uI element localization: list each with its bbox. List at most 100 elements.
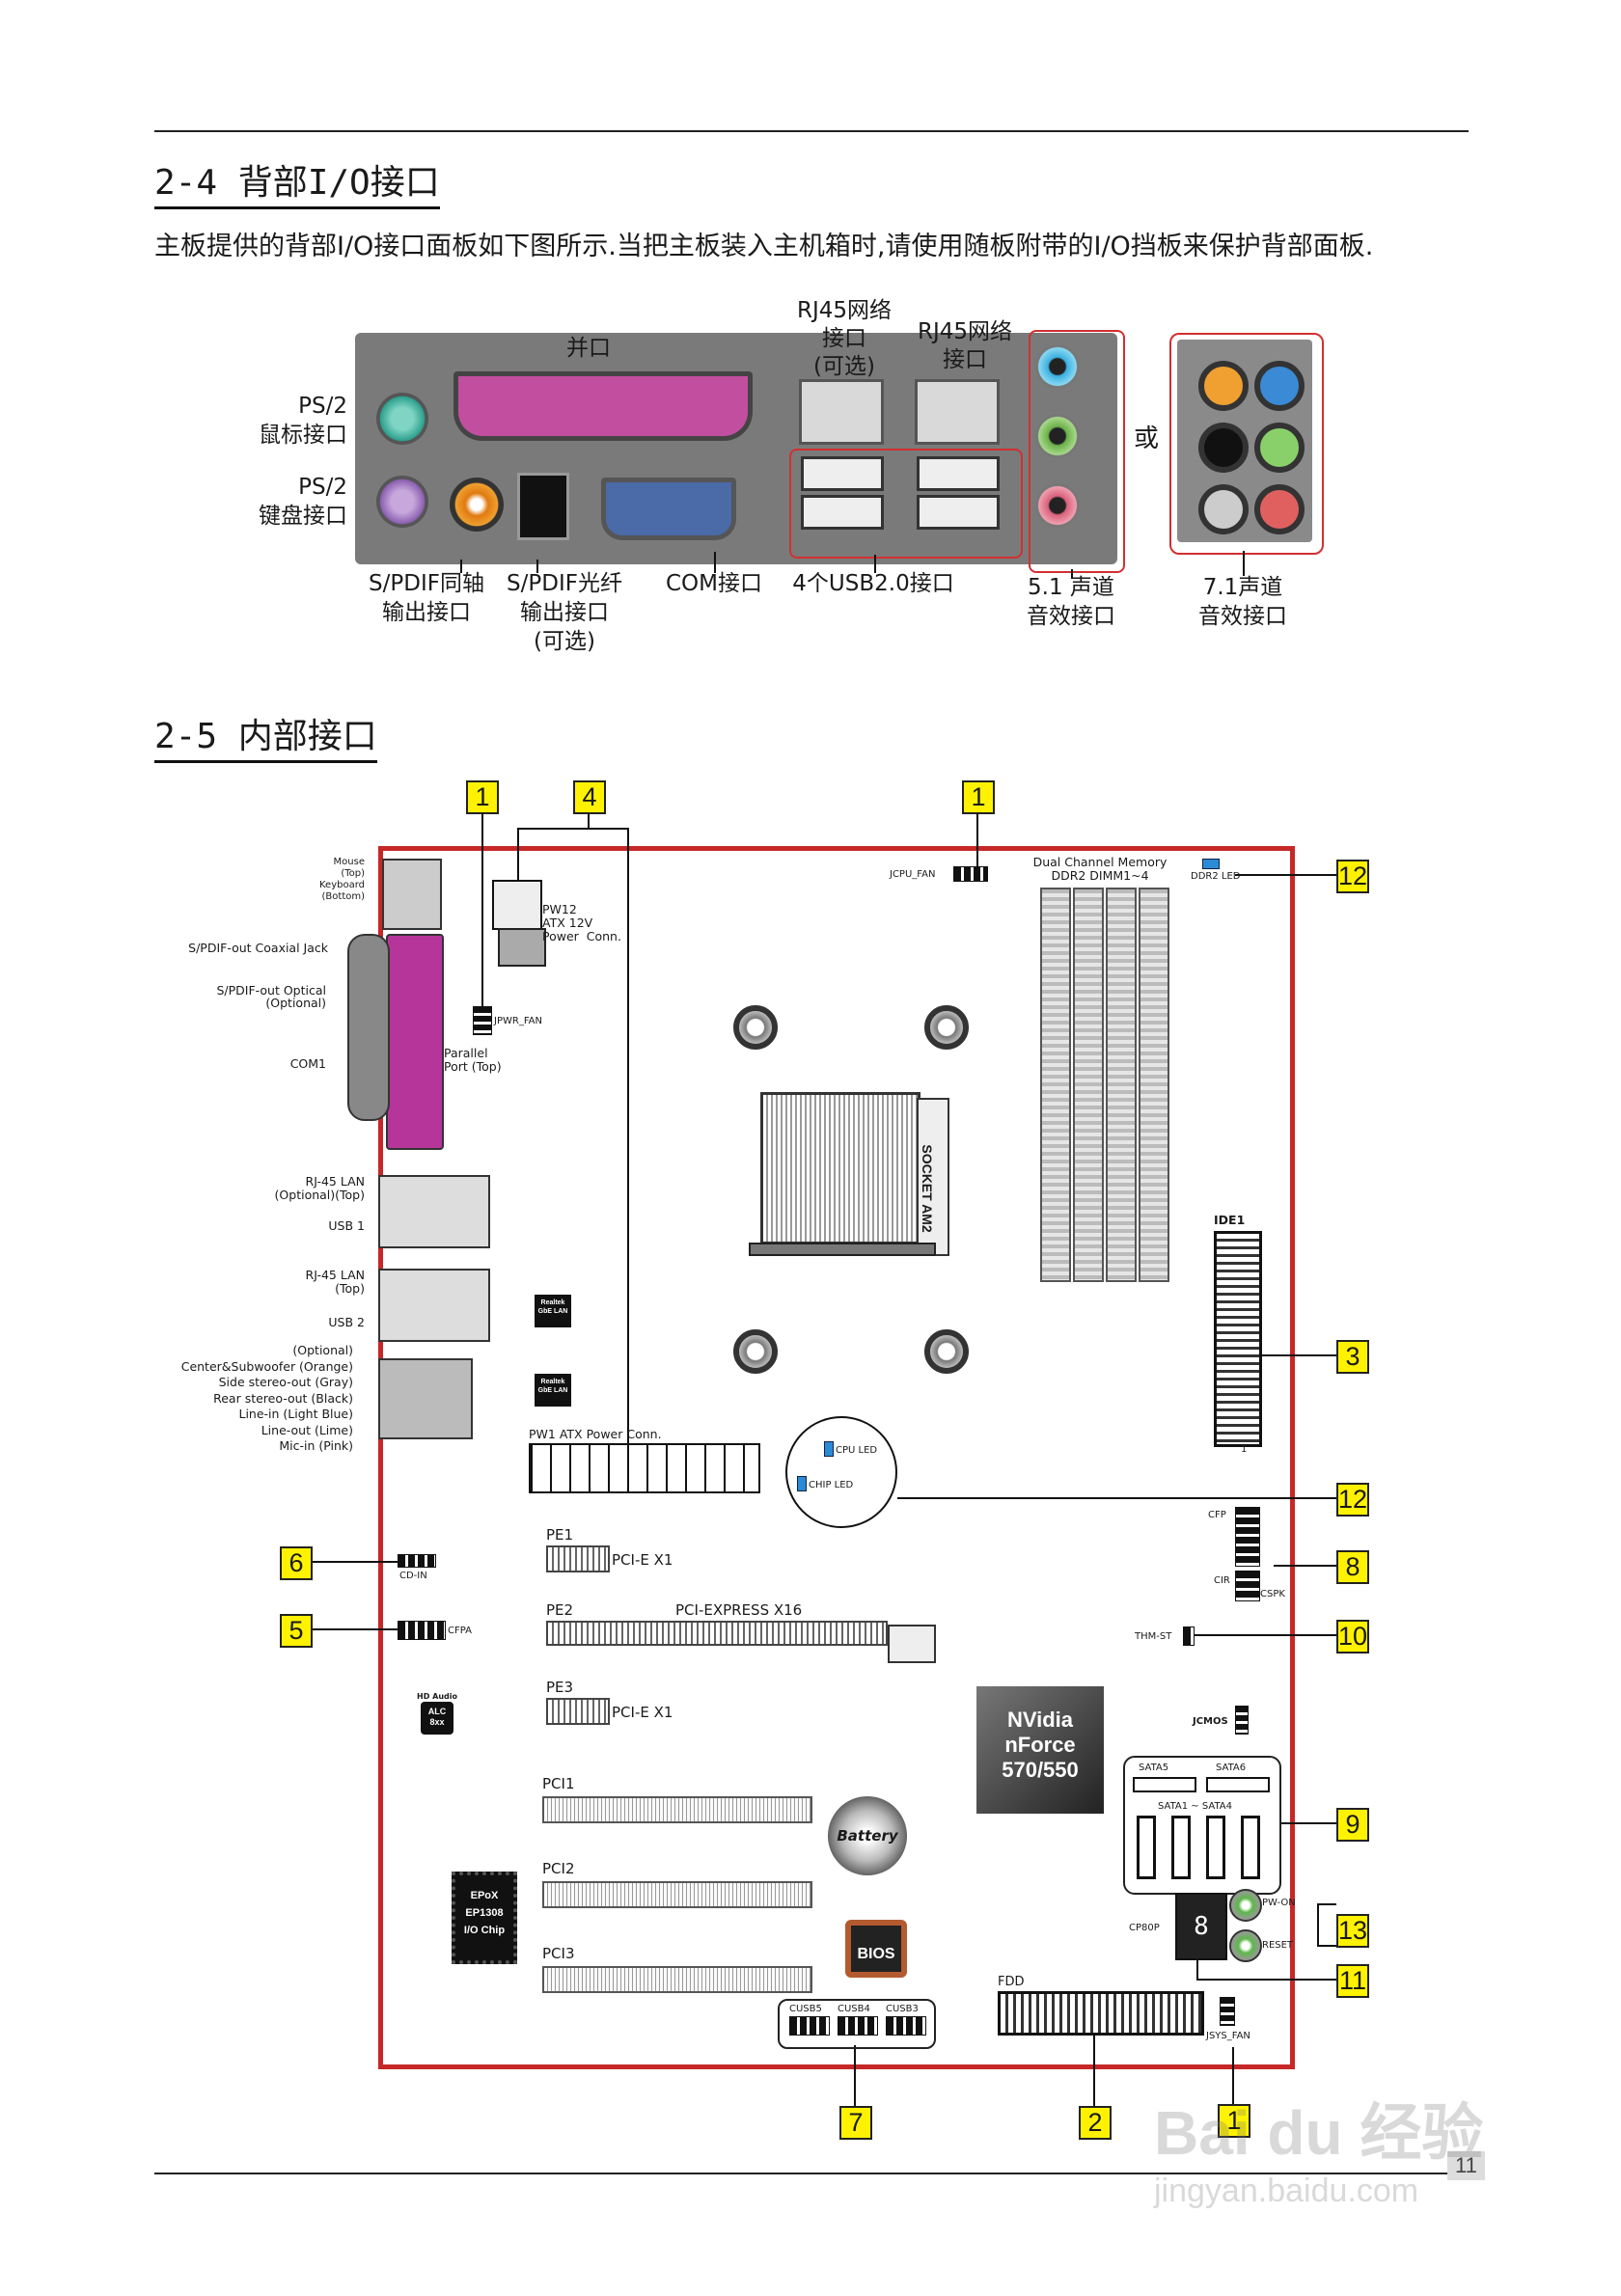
usb2-rj45-drawing <box>378 1269 490 1342</box>
label-cspk: CSPK <box>1260 1589 1285 1599</box>
realtek-lan-chip-2: Realtek GbE LAN <box>535 1374 571 1407</box>
callout-13: 13 <box>1336 1914 1369 1948</box>
callout-4: 4 <box>573 780 606 814</box>
audio71-highlight-box <box>1169 333 1324 555</box>
pw12-connector <box>492 880 542 930</box>
mount-hole-2 <box>924 1005 969 1050</box>
label-spdif-optical-jack: S/PDIF-out Optical (Optional) <box>216 983 326 1010</box>
label-usb1: USB 1 <box>328 1218 365 1233</box>
cusb4-header <box>838 2016 878 2036</box>
label-pe3: PE3 <box>546 1679 574 1696</box>
ps2-stack-drawing <box>382 859 442 930</box>
callout-7: 7 <box>839 2106 872 2140</box>
label-cusb3: CUSB3 <box>886 2004 919 2014</box>
pe3-slot <box>546 1698 610 1725</box>
sata1-port <box>1137 1816 1156 1879</box>
label-dimm: Dual Channel Memory DDR2 DIMM1~4 <box>1032 855 1168 883</box>
label-usb2: USB 2 <box>328 1315 365 1329</box>
label-cpu-led: CPU LED <box>836 1445 878 1456</box>
label-pci2: PCI2 <box>542 1860 575 1877</box>
label-audio-jacks: (Optional) Center&Subwoofer (Orange) Sid… <box>180 1343 353 1453</box>
parallel-port-drawing <box>386 934 444 1150</box>
alc-audio-chip: ALC 8xx <box>421 1702 453 1735</box>
audio-stack-drawing <box>378 1358 473 1439</box>
ps2-keyboard-port <box>376 476 428 528</box>
callout-5: 5 <box>280 1614 313 1648</box>
label-sata5: SATA5 <box>1139 1763 1169 1773</box>
usb1-rj45-drawing <box>378 1175 490 1248</box>
dimm-slot-2 <box>1073 888 1104 1282</box>
bottom-rule <box>154 2173 1469 2174</box>
usb-highlight-box <box>789 449 1023 559</box>
cfpa-header <box>398 1621 446 1640</box>
label-com1: COM1 <box>289 1056 326 1071</box>
label-mouse-keyboard: Mouse (Top) Keyboard (Bottom) <box>318 857 365 902</box>
label-sata6: SATA6 <box>1216 1763 1247 1773</box>
baidu-watermark-url: jingyan.baidu.com <box>1154 2173 1419 2209</box>
cd-in-header <box>398 1554 436 1568</box>
audio-mic-in-jack <box>1035 483 1080 528</box>
label-parallel-port: Parallel Port (Top) <box>444 1046 502 1074</box>
rj45-port <box>915 379 1000 445</box>
label-usb: 4个USB2.0接口 <box>792 571 954 596</box>
section-2-5-title: 2-5 内部接口 <box>154 716 377 763</box>
jsys-fan-header <box>1220 1997 1235 2026</box>
dimm-slot-3 <box>1106 888 1137 1282</box>
label-pe2: PE2 <box>546 1601 574 1619</box>
thm-st-header <box>1183 1626 1195 1646</box>
usb-port-1 <box>801 456 884 491</box>
callout-6: 6 <box>280 1546 313 1580</box>
audio51-highlight-box <box>1029 330 1125 573</box>
label-cusb5: CUSB5 <box>789 2004 822 2014</box>
dimm-slot-1 <box>1040 888 1071 1282</box>
label-battery: Battery <box>837 1827 898 1845</box>
label-cusb4: CUSB4 <box>838 2004 870 2014</box>
callout-8: 8 <box>1336 1550 1369 1584</box>
label-rj45: RJ45网络 接口 <box>917 319 1013 372</box>
callout-1-jpwr: 1 <box>466 780 499 814</box>
label-ddr2-led: DDR2 LED <box>1191 871 1241 882</box>
pci1-slot <box>542 1796 812 1823</box>
ide1-connector <box>1214 1231 1262 1447</box>
label-pcie-x1-a: PCI-E X1 <box>612 1551 673 1569</box>
label-spdif-optical: S/PDIF光纤 输出接口 (可选) <box>507 571 622 654</box>
mount-hole-1 <box>733 1005 778 1050</box>
sata3-port <box>1206 1816 1225 1879</box>
label-jsys-fan: JSYS_FAN <box>1206 2031 1250 2041</box>
label-pci1: PCI1 <box>542 1775 575 1792</box>
cp80p-display: 8 <box>1175 1893 1227 1960</box>
label-jpwr-fan: JPWR_FAN <box>494 1016 542 1026</box>
battery <box>828 1796 907 1875</box>
jpwr-fan-header <box>473 1006 492 1035</box>
audio-line-out-jack <box>1035 414 1080 458</box>
bios-chip: BIOS <box>845 1920 907 1978</box>
callout-2: 2 <box>1079 2106 1112 2140</box>
callout-9: 9 <box>1336 1808 1369 1842</box>
label-pcie-x1-b: PCI-E X1 <box>612 1704 673 1721</box>
label-hd-audio: HD Audio <box>417 1692 457 1701</box>
pe2-slot <box>546 1621 888 1646</box>
label-fdd: FDD <box>998 1975 1025 1989</box>
label-cfp: CFP <box>1208 1510 1226 1520</box>
jcpu-fan-header <box>953 866 988 882</box>
rj45-port-optional <box>799 379 884 445</box>
cfp-header <box>1235 1507 1260 1567</box>
label-ps2-mouse: PS/2 鼠标接口 <box>259 394 347 448</box>
callout-12-leds: 12 <box>1336 1483 1369 1517</box>
sata5-port <box>1133 1777 1196 1792</box>
ps2-mouse-port <box>376 393 428 445</box>
callout-1-jsys: 1 <box>1218 2104 1250 2138</box>
label-spdif-coaxial-jack: S/PDIF-out Coaxial Jack <box>188 941 328 955</box>
mount-hole-3 <box>733 1329 778 1374</box>
label-cir: CIR <box>1214 1575 1230 1586</box>
label-pw1: PW1 ATX Power Conn. <box>529 1427 662 1441</box>
nvidia-nforce-chipset: NVidia nForce 570/550 <box>976 1686 1104 1814</box>
usb-port-3 <box>917 456 1000 491</box>
label-reset: RESET <box>1262 1940 1294 1951</box>
label-audio-51: 5.1 声道 音效接口 <box>1027 575 1115 629</box>
label-cp80p: CP80P <box>1129 1923 1160 1933</box>
label-pw12: PW12 ATX 12V Power Conn. <box>542 902 621 943</box>
cusb3-header <box>886 2016 926 2036</box>
label-pw-on: PW-ON <box>1262 1898 1296 1908</box>
fdd-connector <box>998 1991 1204 2036</box>
